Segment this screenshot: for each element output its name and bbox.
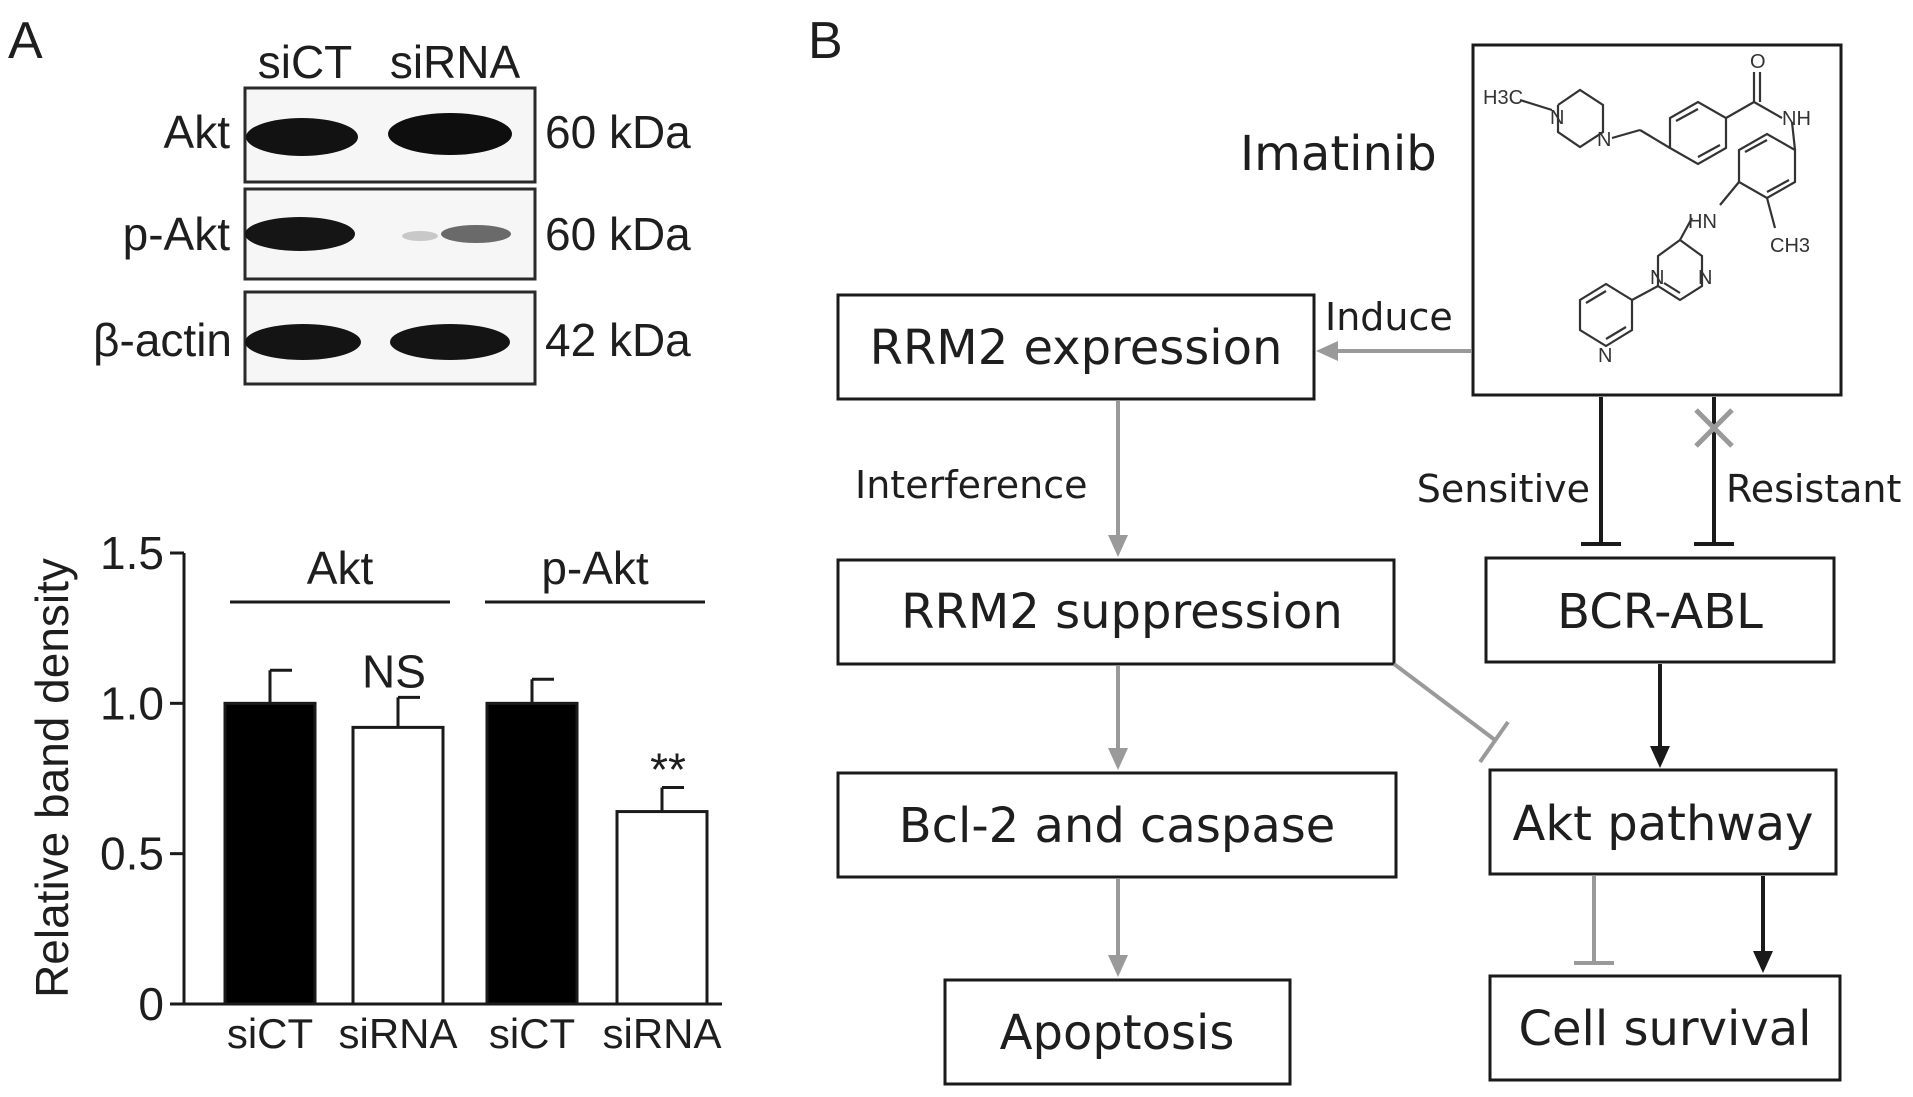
bar [223,701,317,1006]
significance-label: NS [362,645,426,697]
bar [351,725,445,1006]
node-rrm2-expression-label: RRM2 expression [870,320,1283,376]
y-tick-label: 1.0 [100,677,164,729]
node-apoptosis-label: Apoptosis [1000,1005,1235,1061]
x-tick-label: siCT [489,1010,575,1057]
node-bcl2-caspase [836,771,1398,879]
bar [485,701,579,1006]
edge-akt-inhibits-survival-grey [1574,876,1614,965]
node-akt-pathway [1488,768,1838,876]
edge-label-interference: Interference [855,463,1087,507]
node-rrm2-suppression-label: RRM2 suppression [901,584,1343,640]
x-tick-label: siCT [227,1010,313,1057]
group-label-akt: Akt [307,542,374,594]
blot-row-label-akt: Akt [164,106,231,158]
imatinib-structure: H3C N N O NH HN CH3 N N N [1483,51,1811,367]
y-tick-label: 1.5 [100,527,164,579]
blot-row-label-beta-actin: β-actin [93,314,232,366]
atom-hn: HN [1688,211,1717,233]
atom-ch3: CH3 [1770,235,1810,257]
node-cell-survival-label: Cell survival [1518,1001,1811,1057]
atom-n4: N [1698,267,1712,289]
edge-suppression-inhibits-akt [1392,662,1510,764]
bar [615,810,709,1006]
blot-size-p-akt: 60 kDa [545,208,691,260]
edge-label-resistant: Resistant [1726,467,1901,511]
node-cell-survival [1488,974,1842,1082]
edge-bcl2-to-apoptosis [1108,879,1128,977]
atom-n1: N [1550,107,1564,129]
lane-label-sirna: siRNA [390,36,521,88]
edge-suppression-to-bcl2 [1108,666,1128,770]
edge-induce [1316,341,1471,361]
group-label-p-akt: p-Akt [541,542,649,594]
blot-size-beta-actin: 42 kDa [545,314,691,366]
blot-beta-actin [243,290,537,386]
node-bcr-abl [1484,556,1836,664]
edge-label-induce: Induce [1325,295,1453,339]
edge-label-sensitive: Sensitive [1417,467,1590,511]
x-tick-label: siRNA [338,1010,457,1057]
edge-resistant-inhibition [1694,397,1734,546]
node-rrm2-expression [836,293,1316,401]
panel-b-label: B [808,12,843,70]
blot-size-akt: 60 kDa [545,106,691,158]
y-tick-label: 0 [138,978,164,1030]
node-akt-pathway-label: Akt pathway [1513,796,1814,852]
y-axis-label: Relative band density [26,558,78,998]
edge-akt-to-survival [1753,876,1773,973]
node-apoptosis [943,978,1292,1086]
node-rrm2-suppression [836,558,1396,666]
atom-n5: N [1598,345,1612,367]
atom-h3c: H3C [1483,87,1523,109]
blot-akt [243,86,537,184]
blot-row-label-p-akt: p-Akt [123,208,231,260]
imatinib-structure-box [1471,43,1843,397]
blot-p-akt [243,187,537,281]
edge-bcr-abl-to-akt [1650,664,1670,768]
node-bcl2-caspase-label: Bcl-2 and caspase [899,798,1336,854]
panel-a-label: A [8,12,43,70]
significance-label: ** [650,744,686,796]
edge-sensitive-inhibition [1581,397,1621,546]
atom-n3: N [1650,267,1664,289]
cross-icon [1694,408,1734,448]
x-tick-label: siRNA [602,1010,721,1057]
bar-chart: Relative band density 0 0.5 1.0 1.5 siCT siR… [26,527,722,1057]
imatinib-label: Imatinib [1240,126,1437,182]
atom-o: O [1750,51,1766,73]
lane-label-sict: siCT [258,36,353,88]
node-bcr-abl-label: BCR-ABL [1557,584,1763,640]
y-tick-label: 0.5 [100,828,164,880]
edge-interference [1108,401,1128,557]
atom-n2: N [1597,129,1611,151]
atom-nh: NH [1782,108,1811,130]
